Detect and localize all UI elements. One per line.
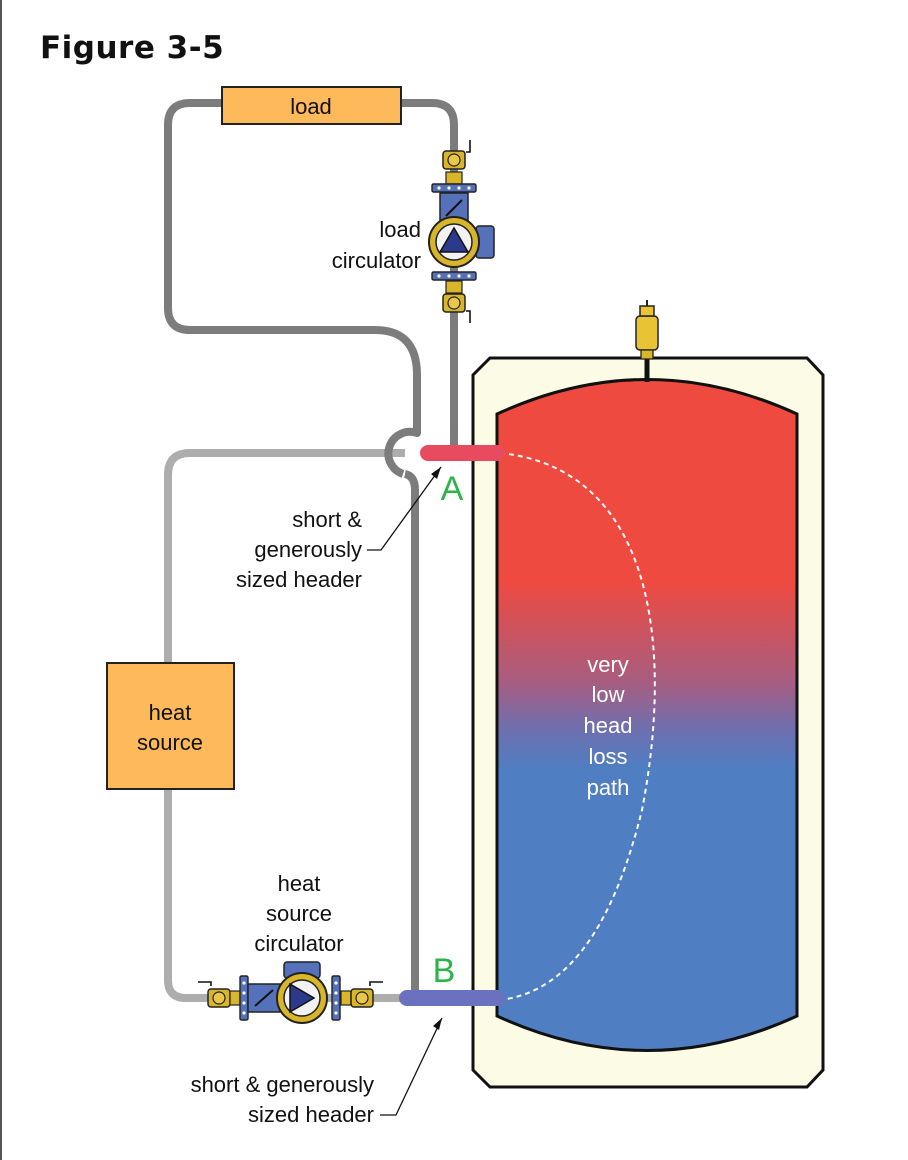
- tank-water: [495, 378, 799, 1052]
- heat-source-circulator-label-line: circulator: [254, 931, 343, 956]
- arrowhead-icon: [433, 1018, 442, 1030]
- path-label-line: loss: [588, 744, 627, 769]
- pump-icon: [276, 961, 328, 1024]
- air-vent-icon: [635, 300, 659, 360]
- valve-handle-icon: [466, 140, 471, 153]
- low-head-loss-path-line: [499, 452, 656, 1001]
- flange-icon: [431, 183, 477, 193]
- isolation-valve-icon: [207, 988, 231, 1008]
- heat-source-circulator-label-line: source: [266, 901, 332, 926]
- callout-line: sized header: [236, 567, 362, 592]
- heat-source-circulator-label: heat source circulator: [254, 871, 343, 956]
- path-label-line: path: [587, 775, 630, 800]
- heat-source-box: heat source: [106, 662, 235, 790]
- point-a-label: A: [441, 470, 464, 508]
- isolation-valve-icon: [350, 988, 374, 1008]
- path-label: very low head loss path: [584, 652, 633, 800]
- flange-icon: [431, 271, 477, 281]
- load-circulator-label-line: load: [379, 217, 421, 242]
- flange-icon: [239, 975, 249, 1021]
- callout-line: short & generously: [191, 1072, 374, 1097]
- storage-tank: very low head loss path: [471, 300, 825, 1089]
- load-label: load: [290, 94, 332, 119]
- valve-handle-icon: [198, 981, 212, 986]
- heat-source-circulator-assembly: [198, 961, 383, 1024]
- flange-icon: [331, 975, 341, 1021]
- pump-icon: [428, 216, 495, 268]
- heat-source-circulator-label-line: heat: [278, 871, 321, 896]
- valve-handle-icon: [369, 981, 383, 986]
- load-return-pipe: [403, 470, 419, 1002]
- arrowhead-icon: [431, 467, 441, 479]
- heat-source-label-line: source: [137, 730, 203, 755]
- leader-line: [380, 1017, 443, 1116]
- top-header-callout: short & generously sized header: [236, 466, 442, 592]
- load-supply-piping: [164, 99, 458, 478]
- callout-line: short &: [292, 507, 362, 532]
- path-label-line: low: [591, 682, 624, 707]
- load-box: load: [221, 86, 402, 125]
- leader-line: [367, 466, 442, 551]
- path-label-line: very: [587, 652, 629, 677]
- isolation-valve-icon: [442, 293, 466, 313]
- callout-line: sized header: [248, 1102, 374, 1127]
- load-circulator-label-line: circulator: [332, 248, 421, 273]
- valve-handle-icon: [466, 310, 471, 323]
- load-circulator-assembly: [428, 140, 495, 323]
- bottom-header-callout: short & generously sized header: [191, 1017, 443, 1127]
- page-edge-rule: [0, 0, 2, 1160]
- callout-line: generously: [254, 537, 362, 562]
- isolation-valve-icon: [442, 150, 466, 170]
- path-label-line: head: [584, 713, 633, 738]
- point-b-label: B: [433, 952, 456, 990]
- load-circulator-label: load circulator: [332, 217, 421, 273]
- figure-title: Figure 3-5: [40, 30, 225, 66]
- heat-source-label-line: heat: [149, 700, 192, 725]
